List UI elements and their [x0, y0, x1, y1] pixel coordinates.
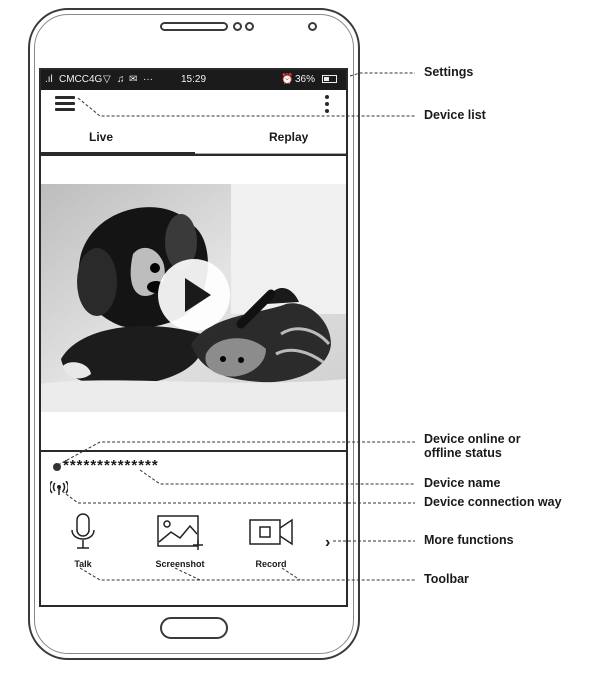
sensor-dot — [245, 22, 254, 31]
carrier-label: CMCC4G — [59, 74, 102, 85]
battery-label: 36% — [295, 74, 315, 85]
device-info-panel: ************** Talk Screensh — [41, 452, 346, 607]
more-options-icon[interactable] — [323, 95, 331, 117]
device-name: ************** — [63, 457, 159, 474]
home-button[interactable] — [160, 617, 228, 639]
front-camera — [308, 22, 317, 31]
play-icon[interactable] — [157, 258, 231, 332]
menu-icon[interactable] — [55, 96, 75, 112]
annotation-device-list: Device list — [424, 108, 486, 122]
screenshot-button[interactable]: Screenshot — [145, 512, 215, 569]
phone-screen: .ıl CMCC4G ▽ ♫ ✉ ··· 15:29 ⏰ 36% Live Re… — [39, 68, 348, 607]
mail-icon: ✉ — [129, 74, 137, 85]
wifi-icon: ▽ — [103, 74, 111, 85]
speaker-grille — [160, 22, 228, 31]
chevron-right-icon[interactable]: › — [325, 534, 330, 552]
talk-button[interactable]: Talk — [63, 512, 103, 569]
app-bar: Live Replay — [41, 90, 346, 155]
annotation-toolbar: Toolbar — [424, 572, 469, 586]
screenshot-label: Screenshot — [145, 559, 215, 569]
annotation-connection-way: Device connection way — [424, 495, 562, 509]
battery-icon — [322, 75, 337, 83]
online-status-indicator — [53, 463, 61, 471]
image-add-icon — [156, 512, 204, 552]
microphone-icon — [67, 512, 99, 552]
live-video-frame[interactable] — [41, 154, 346, 452]
tab-live[interactable]: Live — [89, 130, 113, 144]
status-bar: .ıl CMCC4G ▽ ♫ ✉ ··· 15:29 ⏰ 36% — [41, 70, 346, 90]
annotation-online-status-line1: Device online or — [424, 432, 521, 446]
annotation-settings: Settings — [424, 65, 473, 79]
video-camera-icon — [246, 512, 296, 552]
annotation-online-status-line2: offline status — [424, 446, 502, 460]
overflow-icon: ··· — [143, 74, 153, 85]
alarm-icon: ⏰ — [281, 74, 293, 85]
clock-label: 15:29 — [181, 74, 206, 85]
wireless-connection-icon — [50, 481, 68, 495]
record-label: Record — [241, 559, 301, 569]
signal-icon: .ıl — [45, 74, 53, 85]
record-button[interactable]: Record — [241, 512, 301, 569]
sensor-dot — [233, 22, 242, 31]
music-icon: ♫ — [117, 74, 125, 85]
annotation-more-functions: More functions — [424, 533, 514, 547]
annotation-device-name: Device name — [424, 476, 500, 490]
talk-label: Talk — [63, 559, 103, 569]
tab-replay[interactable]: Replay — [269, 130, 308, 144]
